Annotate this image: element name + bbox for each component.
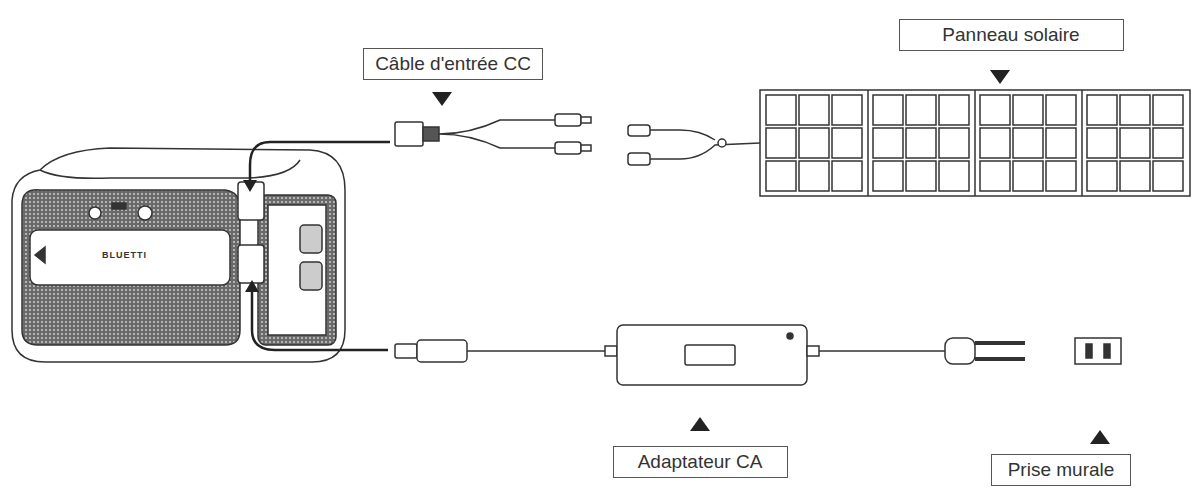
solar-cell [832,128,862,158]
solar-cell [832,95,862,125]
solar-cell [1046,95,1076,125]
solar-cell [1120,161,1150,191]
label-box: Prise murale [991,454,1131,486]
solar-cell [1087,128,1117,158]
solar-panel [760,90,1190,196]
solar-cell [766,161,796,191]
solar-cell [1087,161,1117,191]
solar-cell [1153,95,1183,125]
solar-cell [939,95,969,125]
solar-cell [799,161,829,191]
solar-cell [1046,128,1076,158]
solar-cell [906,95,936,125]
solar-cell [1013,95,1043,125]
solar-cell [832,161,862,191]
arrowhead [243,180,259,292]
label-box: Câble d'entrée CC [363,48,543,80]
solar-cell [1087,95,1117,125]
solar-cell [906,161,936,191]
solar-cell [1153,128,1183,158]
solar-cell [873,161,903,191]
solar-cell [1120,128,1150,158]
connection-arrow [250,142,390,350]
label-box: Panneau solaire [899,19,1124,51]
panel-fold [974,90,976,196]
label-text: Prise murale [1008,459,1115,481]
solar-cell [1153,161,1183,191]
solar-cell [980,161,1010,191]
solar-cell [766,128,796,158]
panel-fold [867,90,869,196]
solar-cell [906,128,936,158]
solar-cell [799,128,829,158]
solar-cell [939,161,969,191]
dc-input-cable [395,114,591,154]
solar-cell [766,95,796,125]
solar-cell [1013,128,1043,158]
solar-cell [1046,161,1076,191]
power-station [12,148,345,362]
solar-cell [1120,95,1150,125]
label-text: Câble d'entrée CC [375,53,531,75]
label-text: Panneau solaire [942,24,1079,46]
solar-cell [799,95,829,125]
label-box: Adaptateur CA [613,446,788,478]
solar-cell [939,128,969,158]
solar-cell [1013,161,1043,191]
ac-adapter [395,325,1121,385]
solar-cell [873,128,903,158]
label-text: Adaptateur CA [638,451,763,473]
pointer-triangle [432,70,1110,444]
solar-cell [873,95,903,125]
solar-cell [980,128,1010,158]
brand-logo: BLUETTI [100,250,149,260]
solar-cell [980,95,1010,125]
solar-cable [628,125,760,165]
panel-fold [1081,90,1083,196]
